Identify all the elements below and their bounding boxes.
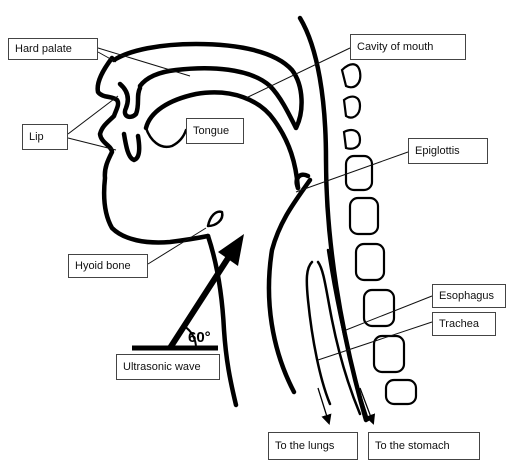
label-hyoid-bone: Hyoid bone bbox=[68, 254, 148, 278]
label-ultrasonic-wave: Ultrasonic wave bbox=[116, 354, 220, 380]
lower-lip-contour bbox=[124, 134, 139, 160]
angle-label: 60° bbox=[188, 329, 211, 346]
label-hard-palate: Hard palate bbox=[8, 38, 98, 60]
face-profile bbox=[98, 58, 208, 242]
trachea-tube bbox=[307, 262, 330, 404]
upper-lip-contour bbox=[120, 84, 140, 117]
anterior-throat-wall bbox=[269, 180, 310, 392]
label-trachea: Trachea bbox=[432, 312, 496, 336]
vertebral-column bbox=[342, 64, 416, 404]
label-epiglottis: Epiglottis bbox=[408, 138, 488, 164]
hyoid-bone-shape bbox=[208, 212, 222, 226]
hard-palate-outline bbox=[114, 44, 302, 128]
label-to-the-lungs: To the lungs bbox=[268, 432, 358, 460]
label-to-the-stomach: To the stomach bbox=[368, 432, 480, 460]
label-tongue: Tongue bbox=[186, 118, 244, 144]
ultrasonic-arrow-head bbox=[218, 234, 244, 266]
label-cavity-of-mouth: Cavity of mouth bbox=[350, 34, 466, 60]
tongue-front bbox=[146, 128, 186, 147]
label-lip: Lip bbox=[22, 124, 68, 150]
label-esophagus: Esophagus bbox=[432, 284, 506, 308]
